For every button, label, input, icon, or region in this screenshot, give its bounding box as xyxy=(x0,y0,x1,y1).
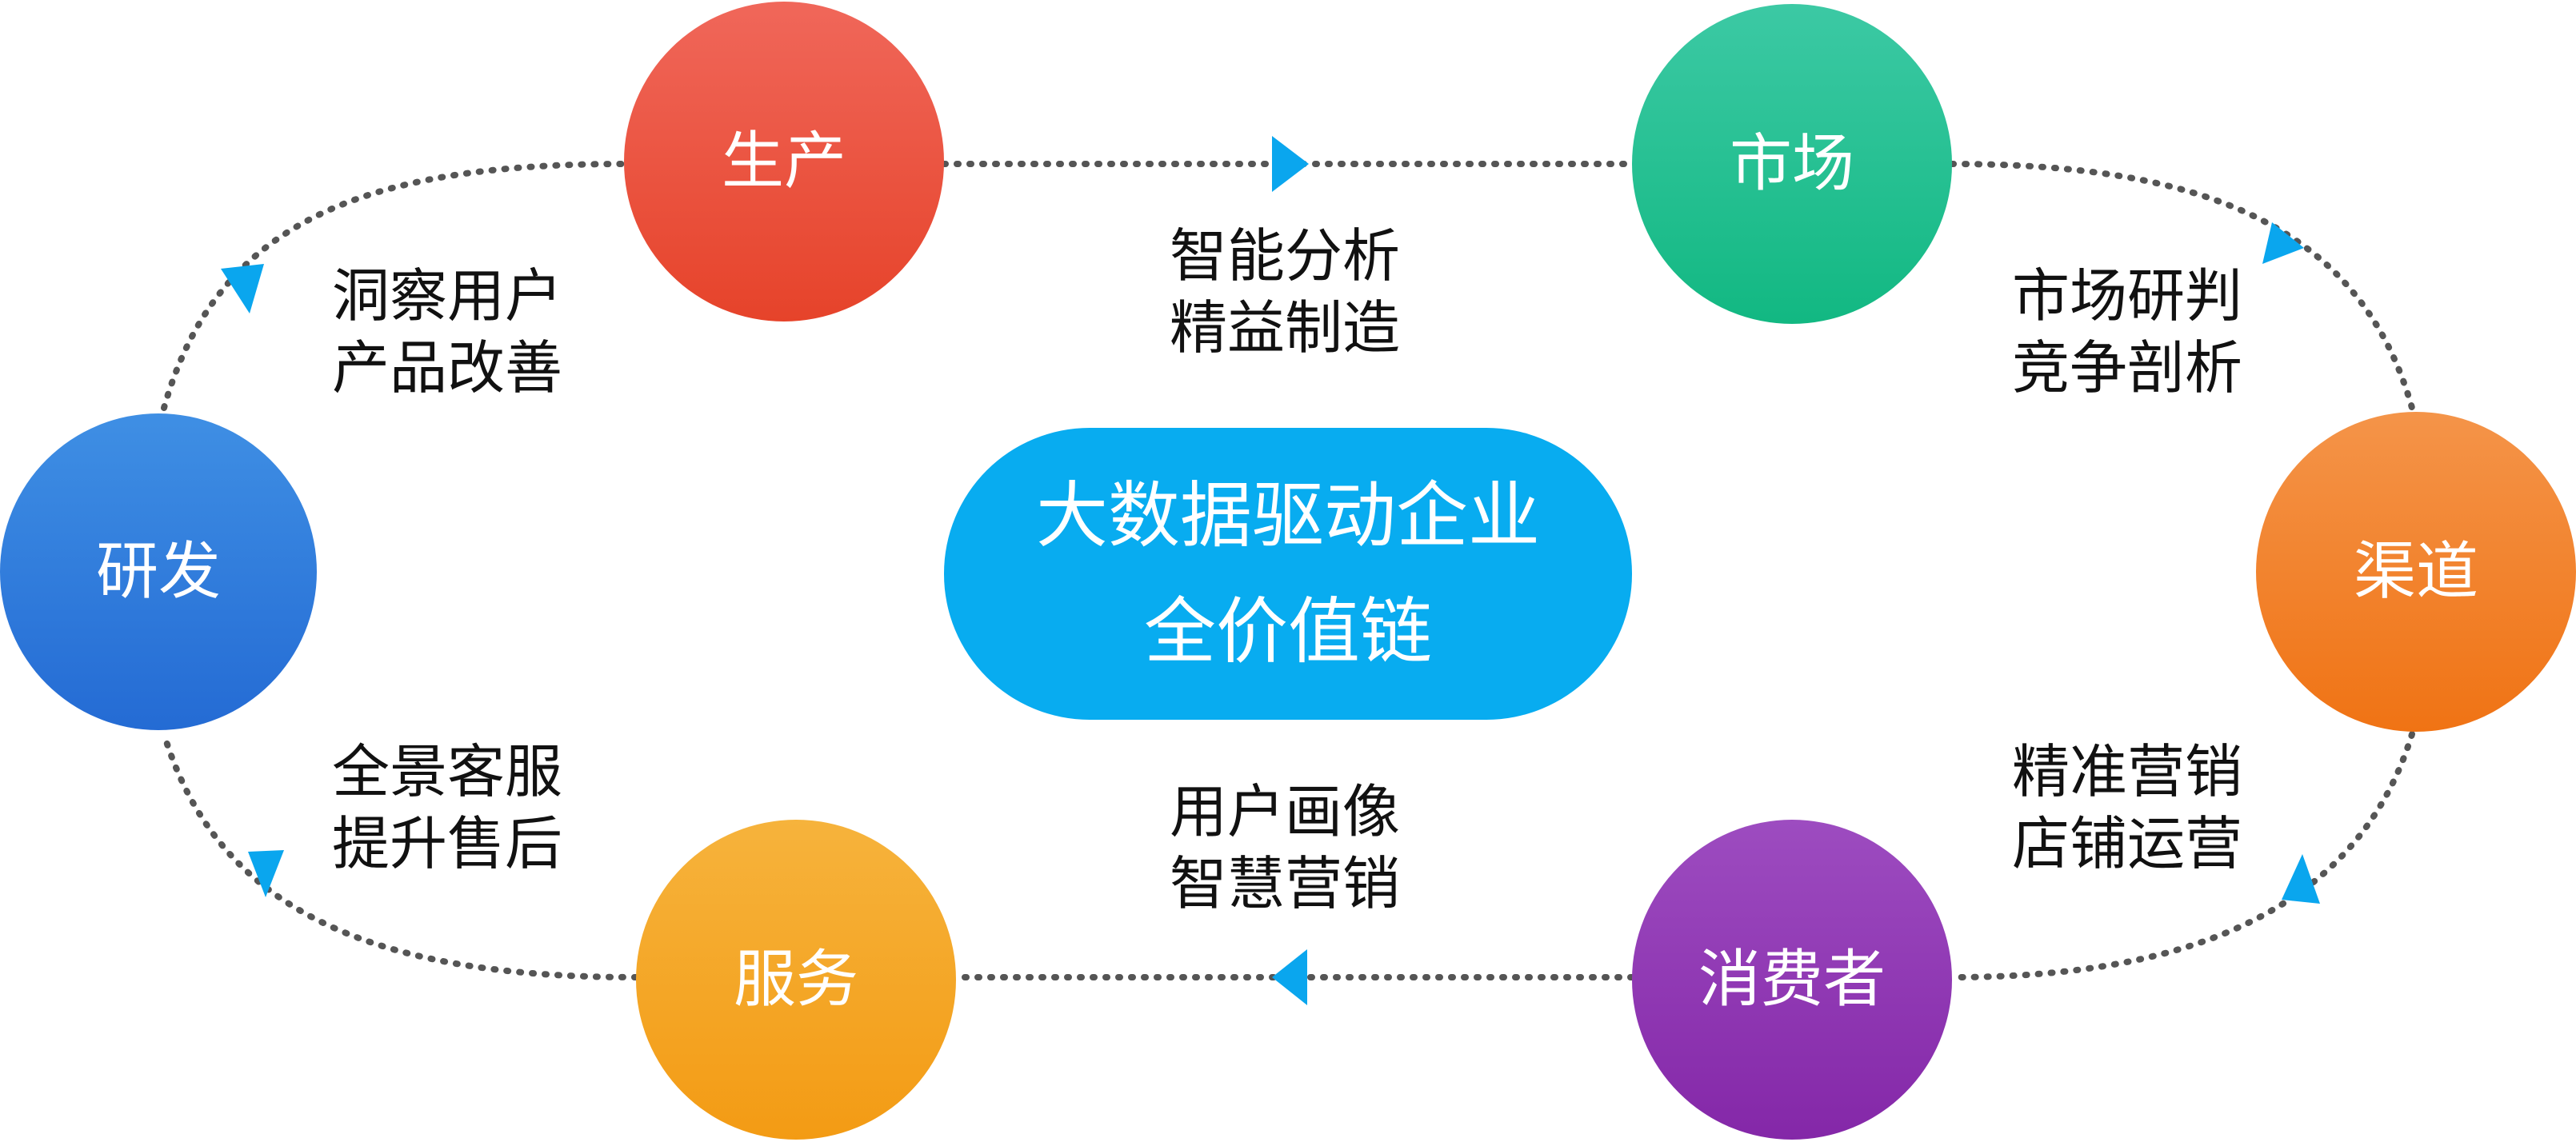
node-service-label: 服务 xyxy=(734,944,858,1016)
node-service: 服务 xyxy=(636,820,956,1140)
node-rnd-label: 研发 xyxy=(96,536,221,608)
edge-label-rnd-production: 洞察用户 产品改善 xyxy=(332,262,562,401)
arrow-down-left-icon xyxy=(2282,854,2320,904)
center-title-line2: 全价值链 xyxy=(1144,590,1432,674)
edge-label-production-market-line2: 精益制造 xyxy=(1170,294,1400,361)
node-market: 市场 xyxy=(1632,4,1952,324)
arrow-up-right-icon xyxy=(221,264,264,313)
flow-line-service-rnd xyxy=(161,731,639,980)
edge-label-production-market-line1: 智能分析 xyxy=(1170,222,1400,289)
edge-label-channel-consumer-line2: 店铺运营 xyxy=(2012,810,2242,877)
edge-label-production-market: 智能分析 精益制造 xyxy=(1170,222,1400,361)
node-rnd-circle xyxy=(0,413,317,730)
flow-line-market-channel xyxy=(1949,161,2415,411)
edge-label-service-rnd-line1: 全景客服 xyxy=(332,738,562,805)
edge-label-consumer-service-line1: 用户画像 xyxy=(1170,778,1400,845)
node-consumer: 消费者 xyxy=(1632,820,1952,1140)
node-market-label: 市场 xyxy=(1730,128,1854,200)
edge-label-rnd-production-line1: 洞察用户 xyxy=(332,262,562,329)
node-channel-circle xyxy=(2256,412,2576,732)
node-consumer-label: 消费者 xyxy=(1698,944,1886,1016)
edge-label-consumer-service-line2: 智慧营销 xyxy=(1170,850,1400,917)
center-title-line1: 大数据驱动企业 xyxy=(1036,474,1540,558)
edge-label-service-rnd: 全景客服 提升售后 xyxy=(332,738,562,877)
edge-label-channel-consumer: 精准营销 店铺运营 xyxy=(2012,738,2242,877)
edge-label-market-channel-line2: 竞争剖析 xyxy=(2012,334,2242,401)
flow-line-channel-consumer xyxy=(1949,731,2415,980)
arrow-right-icon xyxy=(1272,136,1309,192)
node-production-label: 生产 xyxy=(722,126,846,198)
node-channel-label: 渠道 xyxy=(2354,536,2478,608)
node-production: 生产 xyxy=(624,2,944,321)
edge-label-channel-consumer-line1: 精准营销 xyxy=(2012,738,2242,805)
edge-label-market-channel-line1: 市场研判 xyxy=(2012,262,2242,329)
edge-label-service-rnd-line2: 提升售后 xyxy=(332,810,562,877)
arrow-down-right-icon xyxy=(2262,222,2304,264)
edge-label-consumer-service: 用户画像 智慧营销 xyxy=(1170,778,1400,917)
center-pill-shape xyxy=(944,428,1632,720)
edge-label-market-channel: 市场研判 竞争剖析 xyxy=(2012,262,2242,401)
node-production-circle xyxy=(624,2,944,321)
center-pill: 大数据驱动企业 全价值链 xyxy=(944,428,1632,720)
node-service-circle xyxy=(636,820,956,1140)
node-consumer-circle xyxy=(1632,820,1952,1140)
direction-arrows xyxy=(221,136,2320,1005)
node-market-circle xyxy=(1632,4,1952,324)
edge-label-rnd-production-line2: 产品改善 xyxy=(332,334,562,401)
arrow-up-left-icon xyxy=(248,850,284,897)
node-channel: 渠道 xyxy=(2256,412,2576,732)
flow-line-rnd-production xyxy=(161,161,627,411)
node-rnd: 研发 xyxy=(0,413,317,730)
arrow-left-icon xyxy=(1272,949,1307,1005)
